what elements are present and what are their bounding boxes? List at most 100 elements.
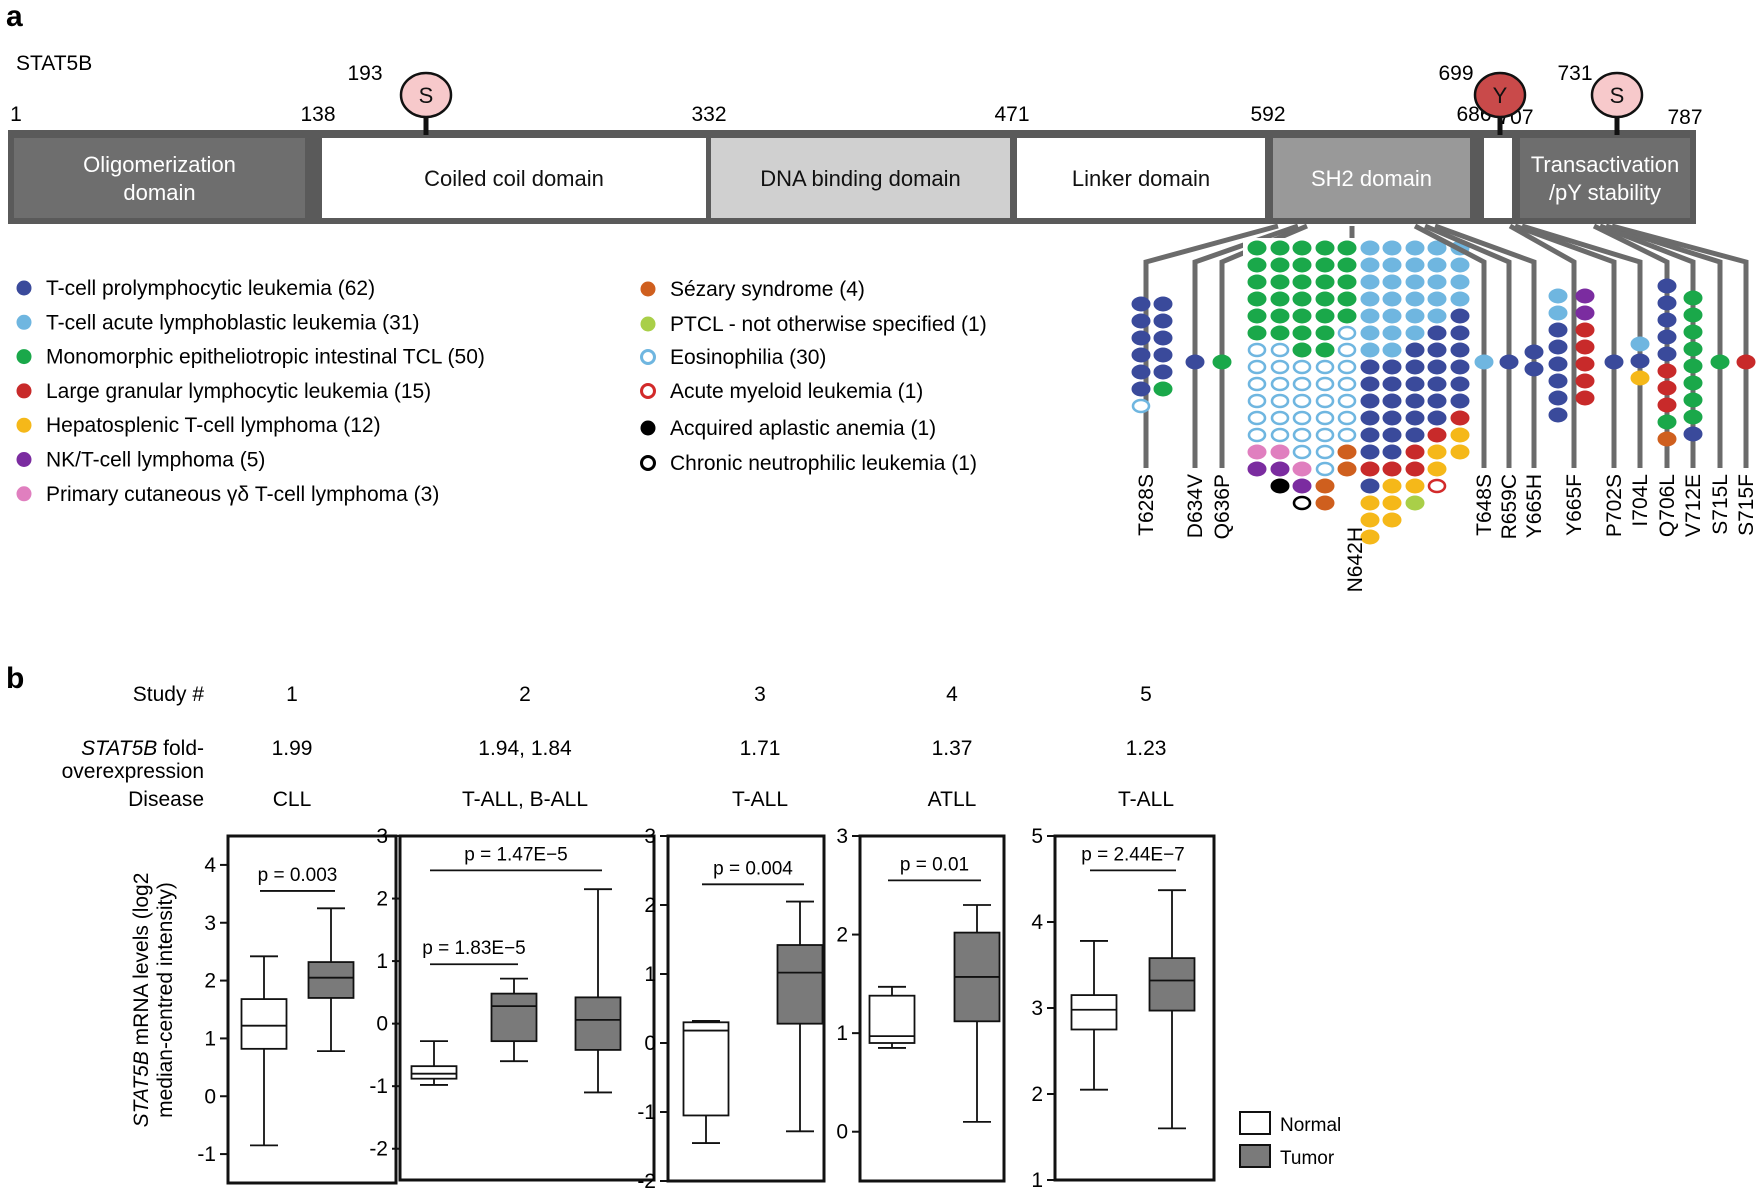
mutation-dot-N642H <box>1270 410 1290 426</box>
mutation-dot-N642H <box>1315 495 1335 511</box>
mutation-label-Q636P: Q636P <box>1211 474 1234 539</box>
mutation-dot-N642H <box>1270 444 1290 460</box>
y-tick-label: 0 <box>836 1121 848 1144</box>
mutation-dot-Y665F <box>1548 407 1568 423</box>
mutation-dot-N642H <box>1360 478 1380 494</box>
mutation-dot-N642H <box>1450 410 1470 426</box>
fold-overexpression-value: 1.23 <box>1126 737 1167 760</box>
study-number: 2 <box>519 683 531 706</box>
mutation-dot-Q706L <box>1657 414 1677 430</box>
mutation-dot-N642H <box>1427 427 1447 443</box>
mutation-dot-N642H <box>1270 240 1290 256</box>
mutation-dot-N642H <box>1247 427 1267 443</box>
mutation-dot-N642H <box>1315 461 1335 477</box>
mutation-dot-N642H <box>1315 359 1335 375</box>
mutation-dot-R659C <box>1499 354 1519 370</box>
mutation-dot-N642H <box>1427 342 1447 358</box>
legend-marker-2 <box>16 349 32 365</box>
y-tick-label: 3 <box>1031 997 1043 1020</box>
mutation-dot-Y665F <box>1548 288 1568 304</box>
plot-frame <box>666 834 826 1183</box>
mutation-dot-N642H <box>1360 308 1380 324</box>
mutation-dot-N642H <box>1450 376 1470 392</box>
box-tumor <box>953 904 1001 1123</box>
mutation-dot-N642H <box>1292 495 1312 511</box>
mutation-stem-Y665F <box>1508 223 1577 468</box>
mutation-dot-T628S <box>1131 296 1151 312</box>
legend-marker-8 <box>640 316 656 332</box>
mutation-dot-Y665F <box>1575 373 1595 389</box>
mutation-dot-N642H <box>1315 257 1335 273</box>
mutation-dot-N642H <box>1405 478 1425 494</box>
mutation-dot-N642H <box>1427 308 1447 324</box>
mutation-dot-N642H <box>1292 325 1312 341</box>
mutation-dot-D634V <box>1185 354 1205 370</box>
mutation-dot-N642H <box>1247 410 1267 426</box>
mutation-stem-Q706L <box>1592 223 1670 468</box>
mutation-dot-N642H <box>1382 342 1402 358</box>
legend-label-11: Acquired aplastic anemia (1) <box>670 417 936 440</box>
mutation-dot-N642H <box>1247 461 1267 477</box>
mutation-dot-T648S <box>1474 354 1494 370</box>
mutation-dot-Q706L <box>1657 312 1677 328</box>
legend-marker-4 <box>16 417 32 433</box>
y-axis-label-line1: STAT5B mRNA levels (log2 <box>130 873 153 1128</box>
y-tick-label: -2 <box>369 1138 388 1161</box>
box-tumor <box>490 977 538 1063</box>
mutation-dot-N642H <box>1382 444 1402 460</box>
mutation-label-N642H: N642H <box>1344 527 1367 592</box>
y-tick-label: 1 <box>644 963 656 986</box>
panel-b: b Study # STAT5B fold- overexpression Di… <box>6 662 1341 1192</box>
mutation-dot-Y665F <box>1548 373 1568 389</box>
legend-label-12: Chronic neutrophilic leukemia (1) <box>670 452 977 475</box>
mutation-dot-N642H <box>1315 240 1335 256</box>
legend-marker-12 <box>640 455 656 471</box>
fold-overexpression-value: 1.37 <box>932 737 973 760</box>
mutation-dot-I704L <box>1630 370 1650 386</box>
y-tick-label: 3 <box>204 912 216 935</box>
mutation-stem-I704L <box>1521 223 1643 468</box>
y-tick-label: 1 <box>376 950 388 973</box>
mutation-dot-Q706L <box>1657 346 1677 362</box>
mutation-dot-T628S <box>1131 364 1151 380</box>
mutation-dot-N642H <box>1382 291 1402 307</box>
mutation-dot-N642H <box>1360 393 1380 409</box>
mutation-dot-N642H <box>1247 257 1267 273</box>
mutation-stem-S715F <box>1611 223 1749 468</box>
y-axis-label-rest: mRNA levels (log2 <box>130 873 153 1052</box>
mutation-dot-N642H <box>1360 512 1380 528</box>
mutation-dot-N642H <box>1270 291 1290 307</box>
mutation-dot-N642H <box>1292 274 1312 290</box>
mutation-stem-Y665H <box>1434 223 1537 468</box>
mutation-stem-T648S <box>1413 223 1487 468</box>
legend-label-0: T-cell prolymphocytic leukemia (62) <box>46 277 375 300</box>
legend-marker-11 <box>640 420 656 436</box>
legend-marker-9 <box>640 349 656 365</box>
mutation-dot-N642H <box>1270 427 1290 443</box>
mutation-dot-N642H <box>1427 478 1447 494</box>
mutation-dot-Y665F <box>1548 356 1568 372</box>
box-normal <box>240 955 288 1147</box>
mutation-dot-N642H <box>1292 376 1312 392</box>
mutation-dot-N642H <box>1360 410 1380 426</box>
mutation-dot-T628S <box>1153 347 1173 363</box>
mutation-dot-Y665F <box>1575 339 1595 355</box>
mutation-label-I704L: I704L <box>1629 474 1652 527</box>
mutation-dot-N642H <box>1427 359 1447 375</box>
domain-3 <box>1017 138 1265 218</box>
mutation-dot-N642H <box>1247 325 1267 341</box>
mutation-dot-T628S <box>1153 364 1173 380</box>
y-tick-label: 3 <box>836 825 848 848</box>
y-tick-label: -2 <box>637 1170 656 1192</box>
y-tick-label: -1 <box>637 1101 656 1124</box>
mutation-dot-N642H <box>1270 376 1290 392</box>
mutation-dot-N642H <box>1360 257 1380 273</box>
y-tick-label: 3 <box>644 825 656 848</box>
box-iqr <box>240 998 288 1050</box>
box-iqr <box>1148 957 1196 1012</box>
domain-label-0-0: Oligomerization <box>83 152 236 177</box>
p-value-label: p = 2.44E−7 <box>1081 844 1185 865</box>
